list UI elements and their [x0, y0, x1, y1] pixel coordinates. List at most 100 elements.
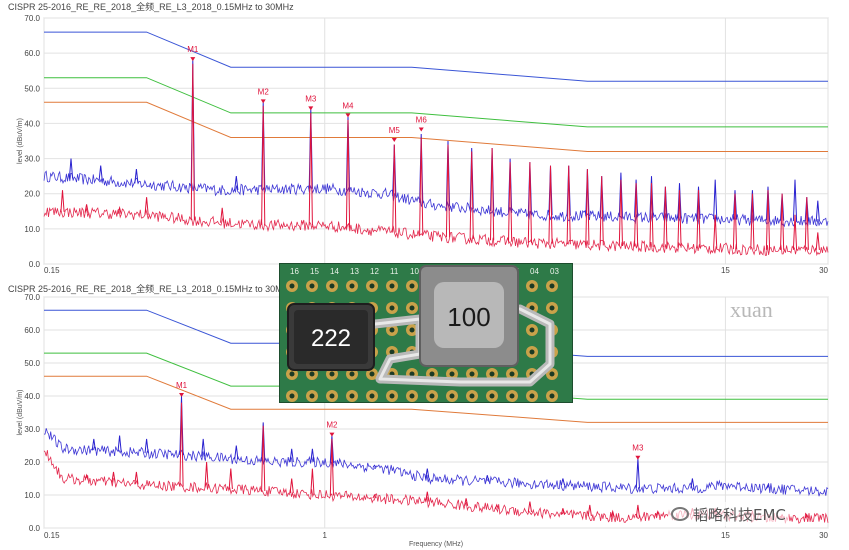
perfboard-hole: [469, 393, 475, 399]
trace-2-peak: [261, 425, 266, 492]
trace-1-peak: [649, 176, 654, 218]
trace-1-peak: [91, 438, 96, 451]
trace-2-peak: [179, 402, 184, 487]
perfboard-hole: [549, 371, 555, 377]
trace-2-peak: [508, 162, 513, 242]
marker-label: M2: [258, 87, 270, 96]
limit-line-2: [44, 77, 828, 128]
x-axis-label: Frequency (MHz): [409, 541, 463, 548]
perfboard-hole: [289, 393, 295, 399]
trace-1-peak: [792, 179, 798, 222]
perfboard-hole: [489, 393, 495, 399]
trace-2-peak: [392, 144, 397, 233]
perfboard-hole: [529, 305, 535, 311]
y-tick-label: 40.0: [24, 392, 40, 401]
y-tick-label: 10.0: [24, 491, 40, 500]
marker-label: M6: [416, 115, 428, 124]
y-axis-label: level (dBuV/m): [17, 118, 24, 164]
perfboard-hole: [329, 371, 335, 377]
perfboard-hole: [429, 393, 435, 399]
perfboard-hole: [389, 305, 395, 311]
trace-1-peak: [425, 468, 430, 479]
header-pin-label: 12: [370, 267, 379, 276]
trace-1-peak: [372, 464, 377, 468]
y-tick-label: 20.0: [24, 190, 40, 199]
perfboard-hole: [309, 393, 315, 399]
trace-1-peak: [261, 422, 266, 462]
marker-point: [345, 113, 351, 118]
trace-2-peak: [585, 169, 590, 245]
trace-2-peak: [732, 193, 738, 250]
perfboard-hole: [289, 283, 295, 289]
inductor-222-marking: 222: [311, 325, 351, 352]
x-tick-label: 15: [721, 266, 730, 275]
y-tick-label: 0.0: [29, 260, 41, 269]
trace-2-peak: [261, 105, 266, 225]
y-tick-label: 50.0: [24, 359, 40, 368]
trace-2-peak: [469, 151, 474, 239]
marker-label: M1: [176, 381, 188, 390]
trace-1-peak: [234, 445, 239, 460]
trace-2-peak: [634, 183, 639, 247]
trace-2-peak: [649, 183, 654, 247]
x-tick-label: 30: [819, 531, 828, 540]
perfboard-hole: [309, 371, 315, 377]
perfboard-hole: [409, 327, 415, 333]
inductor-board-photo: 1615141312111009080706050403 222 100: [279, 263, 573, 403]
y-tick-label: 60.0: [24, 326, 40, 335]
trace-2-peak: [310, 468, 315, 495]
header-pin-label: 14: [330, 267, 339, 276]
x-tick-label: 30: [819, 266, 828, 275]
perfboard-hole: [389, 393, 395, 399]
y-tick-label: 60.0: [24, 49, 40, 58]
trace-2-peak: [494, 503, 499, 510]
trace-1-peak: [134, 169, 139, 184]
trace-2-peak: [599, 176, 604, 246]
perfboard-hole: [429, 371, 435, 377]
trace-2-peak: [308, 112, 313, 226]
perfboard-hole: [389, 283, 395, 289]
inductor-222-top: [294, 310, 368, 364]
limit-line-3: [44, 375, 828, 423]
trace-2-peak: [117, 205, 122, 215]
trace-1-peak: [289, 448, 294, 463]
perfboard-hole: [529, 393, 535, 399]
trace-2-peak: [425, 491, 430, 502]
perfboard-hole: [369, 283, 375, 289]
trace-1-peak: [68, 158, 74, 179]
watermark-top: xuan: [730, 297, 773, 322]
trace-1-peak: [713, 179, 718, 220]
perfboard-hole: [369, 393, 375, 399]
marker-label: M1: [187, 45, 199, 54]
y-tick-label: 10.0: [24, 225, 40, 234]
perfboard-hole: [409, 371, 415, 377]
trace-1-peak: [560, 478, 565, 486]
trace-2-peak: [750, 193, 755, 250]
trace-2-peak: [445, 144, 451, 238]
plot-frame: [43, 17, 829, 265]
trace-2-peak: [765, 190, 771, 250]
trace-1-peak: [815, 200, 820, 222]
y-tick-label: 70.0: [24, 14, 40, 23]
y-axis-label: level (dBuV/m): [17, 390, 24, 436]
chart-title: CISPR 25-2016_RE_RE_2018_全频_RE_L3_2018_0…: [8, 283, 294, 294]
trace-1-peak: [144, 438, 149, 454]
trace-2-peak: [220, 207, 225, 223]
perfboard-hole: [289, 371, 295, 377]
perfboard-hole: [469, 371, 475, 377]
trace-2-peak: [815, 232, 820, 250]
trace-1-peak: [117, 435, 122, 452]
trace-2-peak: [677, 190, 682, 248]
trace-2-peak: [490, 147, 495, 241]
trace-2-peak: [655, 510, 660, 516]
perfboard-hole: [509, 371, 515, 377]
trace-1-peak: [618, 172, 623, 217]
trace-2-peak: [134, 471, 139, 485]
header-pin-label: 13: [350, 267, 359, 276]
trace-2-peak: [204, 461, 209, 488]
perfboard-hole: [529, 283, 535, 289]
chart-panel-1: CISPR 25-2016_RE_RE_2018_全频_RE_L3_2018_0…: [8, 1, 829, 275]
chart-title: CISPR 25-2016_RE_RE_2018_全频_RE_L3_2018_0…: [8, 1, 294, 12]
header-pin-label: 16: [290, 267, 299, 276]
